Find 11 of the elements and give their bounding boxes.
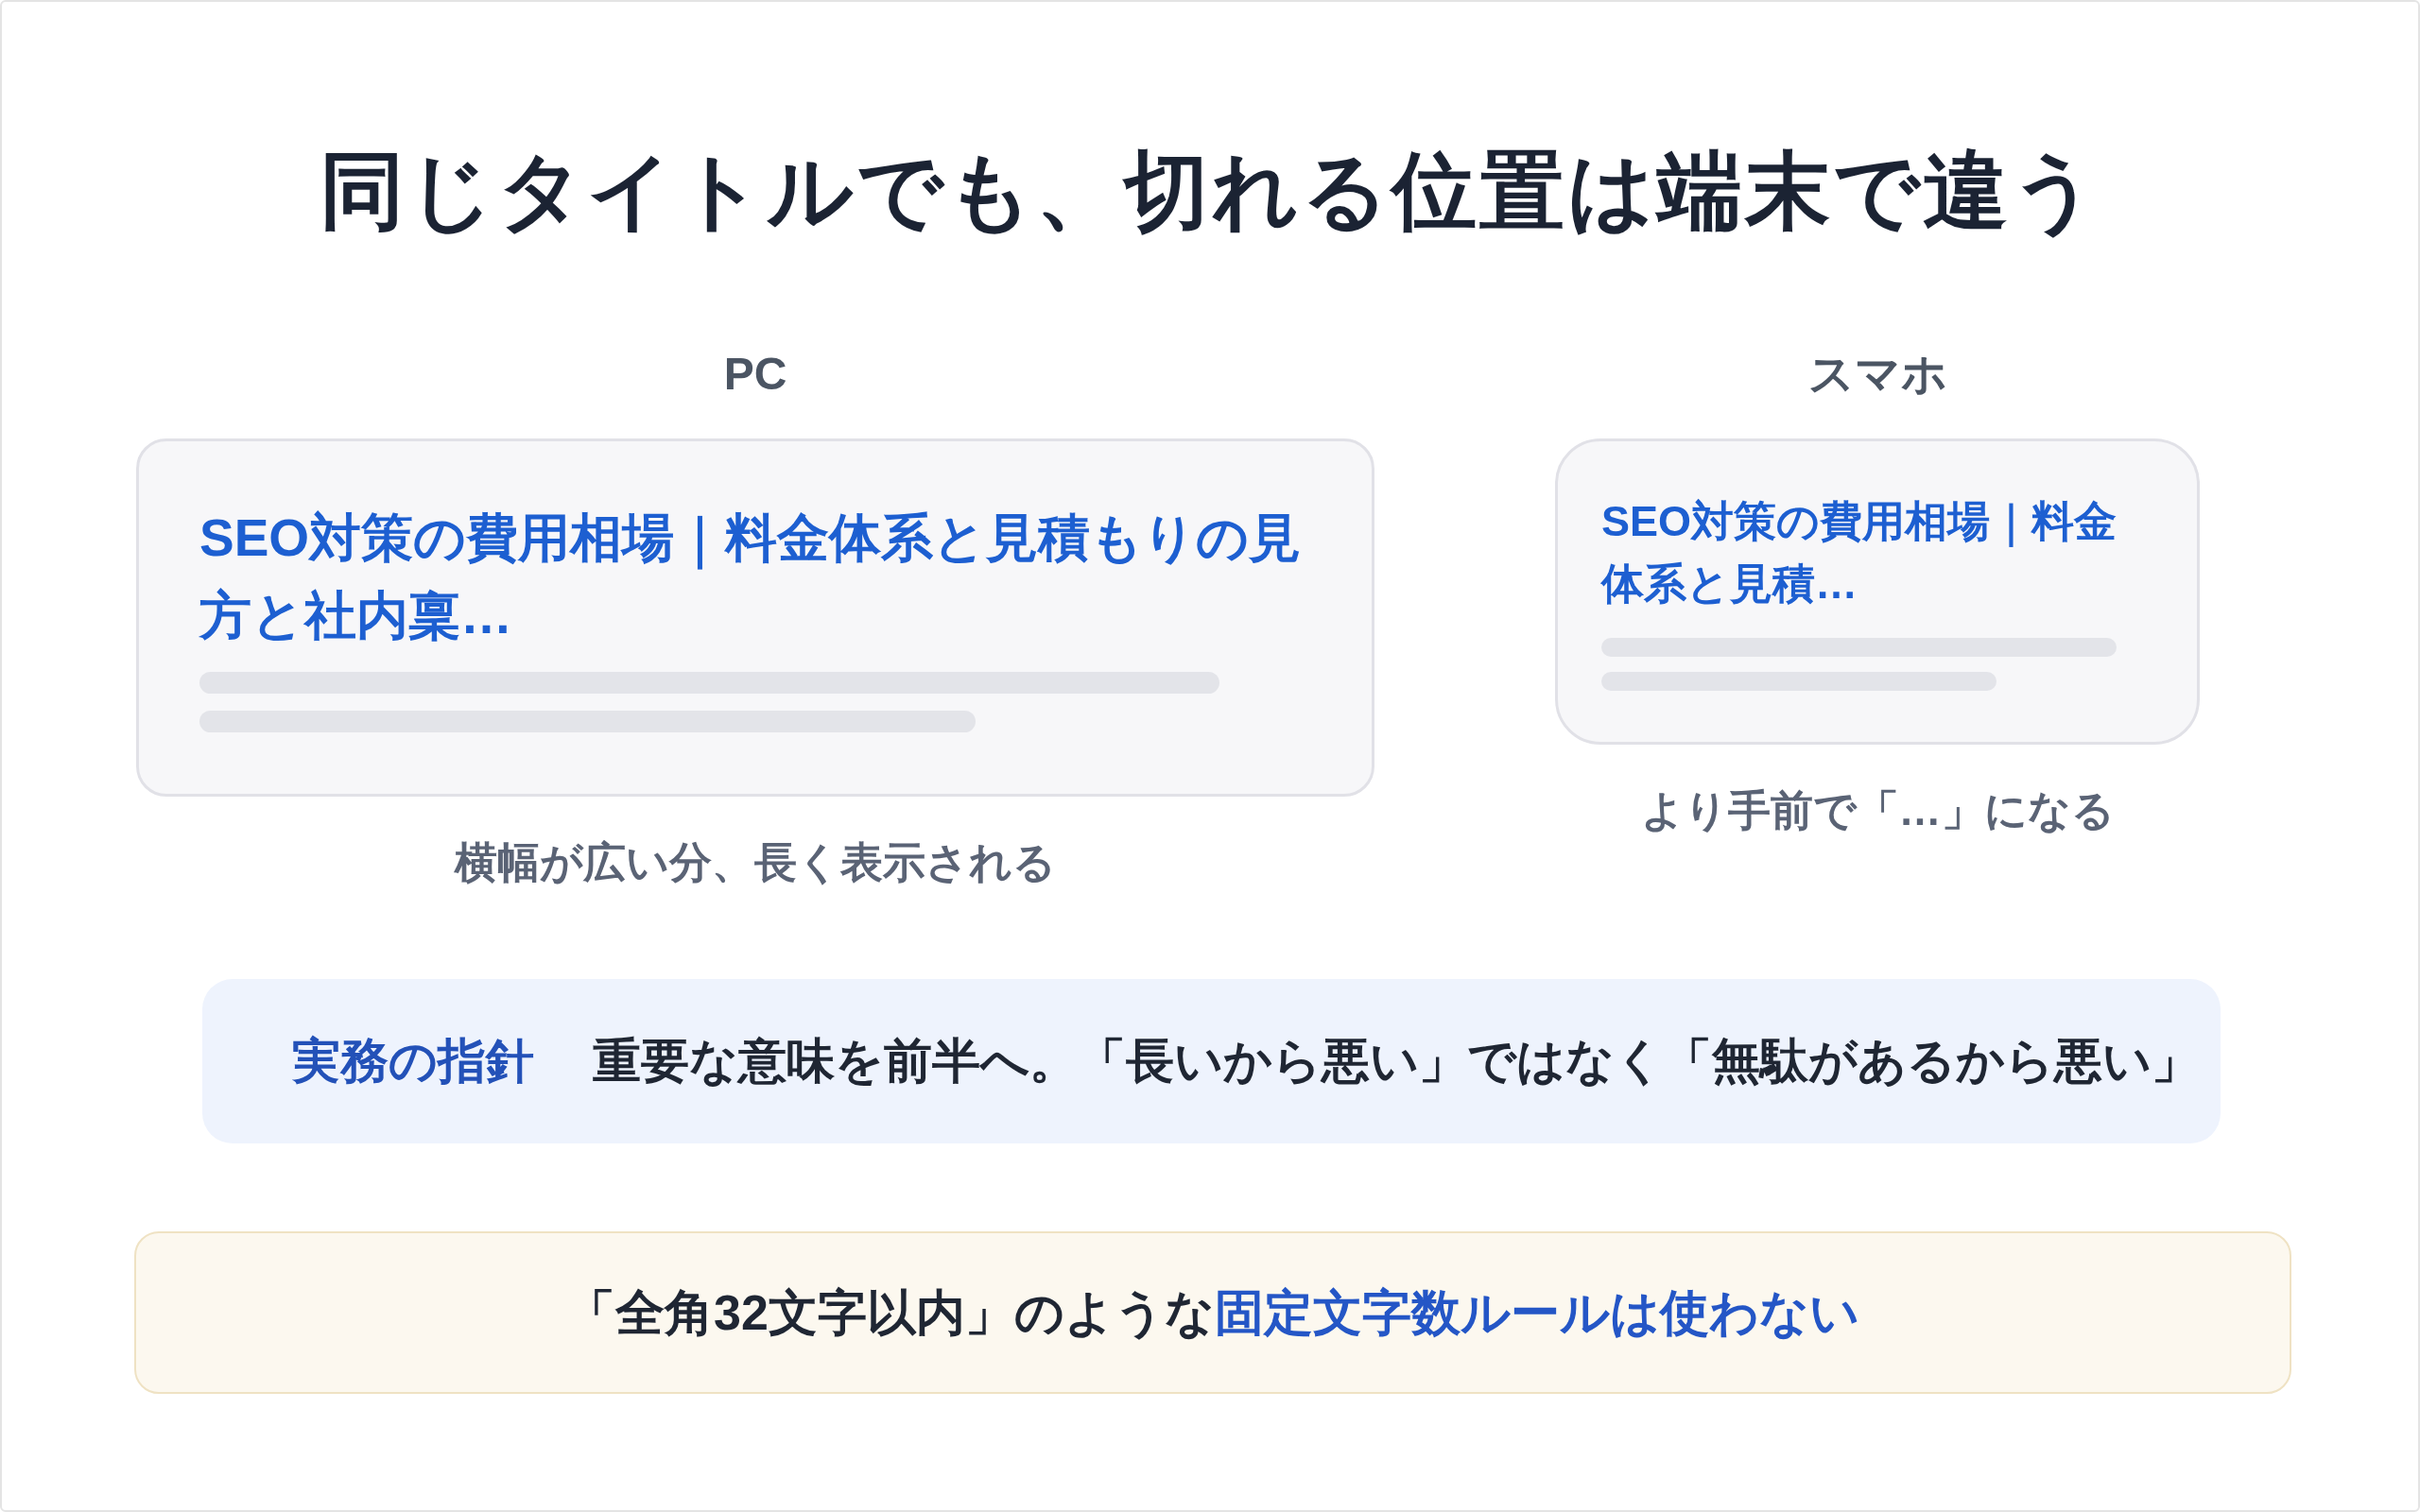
device-heading: PC — [723, 348, 787, 401]
search-result-title: SEO対策の費用相場｜料金体系と見積もりの見方と社内稟… — [199, 507, 1303, 646]
guideline-text: 重要な意味を前半へ。「長いから悪い」ではなく「無駄があるから悪い」 — [593, 1033, 2200, 1090]
search-result-title: SEO対策の費用相場｜料金体系と見積… — [1601, 496, 2118, 610]
note-text: 「全角32文字以内」のような固定文字数ルールは使わない — [566, 1284, 1859, 1342]
caption-text: より手前で「…」になる — [1640, 785, 2115, 836]
guideline-heading: 実務の指針 — [292, 1033, 534, 1090]
caption-text: 横幅が広い分、長く表示される — [455, 837, 1056, 888]
note-panel — [134, 1231, 2291, 1394]
device-heading: スマホ — [1807, 348, 1947, 401]
diagram-title: 同じタイトルでも、切れる位置は端末で違う — [320, 143, 2100, 240]
